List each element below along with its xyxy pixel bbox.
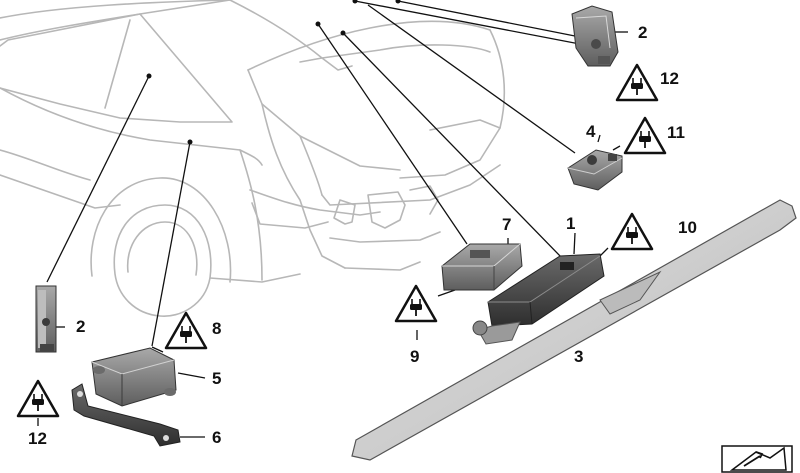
callout-1: 1 [566, 214, 575, 233]
part-7-tuner [441, 243, 523, 291]
callout-5: 5 [212, 369, 221, 388]
callout-11: 11 [667, 123, 685, 142]
part-6-bracket [71, 383, 181, 447]
callout-3: 3 [574, 347, 583, 366]
electric-plug-warning-icon [16, 379, 60, 418]
electric-plug-warning-icon [394, 284, 438, 323]
electric-plug-warning-icon [610, 212, 654, 251]
callout-12-left: 12 [28, 429, 47, 448]
part-2-antenna-amplifier-left [35, 285, 57, 353]
part-5-module [91, 347, 177, 407]
callout-6: 6 [212, 428, 221, 447]
callout-4: 4 [586, 122, 596, 141]
vehicle-outline [0, 0, 506, 317]
part-4-module [567, 149, 623, 191]
callout-2-left: 2 [76, 317, 85, 336]
catalog-corner-icon[interactable] [721, 445, 793, 473]
electric-plug-warning-icon [615, 63, 659, 102]
callout-10: 10 [678, 218, 697, 237]
leader-lines [37, 0, 628, 438]
callout-12-top: 12 [660, 69, 679, 88]
callout-9: 9 [410, 347, 419, 366]
callout-2-top: 2 [638, 23, 647, 42]
part-3-trim-panel [351, 199, 797, 461]
electric-plug-warning-icon [164, 311, 208, 350]
callout-7: 7 [502, 215, 511, 234]
part-2-antenna-amplifier-top [571, 5, 619, 67]
electric-plug-warning-icon [623, 116, 667, 155]
callout-8: 8 [212, 319, 221, 338]
